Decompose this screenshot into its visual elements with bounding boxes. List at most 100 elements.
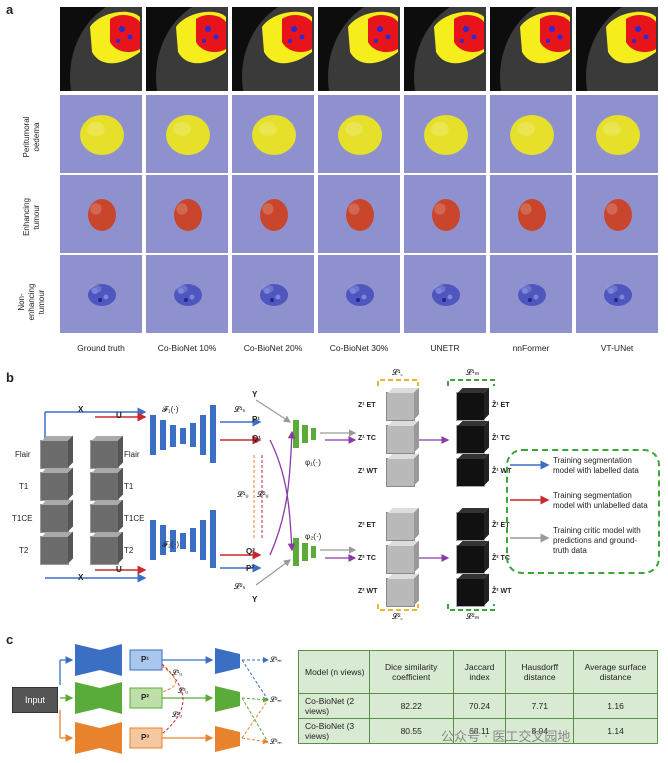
input-u-label: U (116, 411, 122, 420)
oedema-render (404, 95, 486, 173)
modality-label: T2 (19, 546, 29, 555)
panel-label-b: b (6, 370, 14, 385)
results-table: Model (n views) Dice similarity coeffici… (298, 650, 658, 744)
panel-label-a: a (6, 2, 14, 17)
prediction-cube (386, 545, 415, 574)
table-row: Co-BioNet (3 views) 80.55 68.11 8.04 1.1… (298, 718, 658, 744)
input-u-label: U (116, 565, 122, 574)
encoder-1 (150, 405, 216, 463)
table-cell: 8.04 (505, 718, 575, 744)
zhat-label: Ẑ¹ TC (492, 435, 510, 442)
method-label: Co-BioNet 20% (243, 343, 303, 353)
encoder-1-label: 𝓕₁(·) (162, 405, 179, 414)
modality-label: T1 (19, 482, 29, 491)
legend-labelled: Training segmentation model with labelle… (553, 456, 639, 475)
modality-label: T1CE (12, 514, 33, 523)
table-cell: Co-BioNet (2 views) (298, 693, 370, 719)
loss-label: 𝓛²ᵤ (172, 712, 183, 719)
loss-lc1: 𝓛¹꜀ (392, 368, 404, 377)
loss-ls1: 𝓛¹ₛ (234, 405, 246, 414)
prediction-cube (386, 458, 415, 487)
m-loss-label: 𝓛³ₘ (270, 739, 282, 746)
critic-1 (293, 420, 316, 448)
p-label: P³ (141, 733, 149, 742)
mri-cube-t1 (40, 472, 69, 501)
mri-cube-t1ce-2 (90, 504, 119, 533)
row-label-non-enhancing: Non-enhancing tumour (17, 283, 46, 321)
prediction-cube (386, 578, 415, 607)
oedema-render (232, 95, 314, 173)
z-label: Z¹ ET (358, 402, 376, 409)
ground-truth-cube (456, 545, 485, 574)
non-enhancing-tumour-render (146, 255, 228, 333)
table-header: Average surface distance (573, 650, 658, 694)
prediction-cube (386, 512, 415, 541)
z-label: Z¹ WT (358, 468, 378, 475)
oedema-render (576, 95, 658, 173)
critic-2 (293, 538, 316, 566)
table-header: Model (n views) (298, 650, 370, 694)
mri-cube-t1ce (40, 504, 69, 533)
enhancing-tumour-render (232, 175, 314, 253)
oedema-render (318, 95, 400, 173)
non-enhancing-tumour-render (404, 255, 486, 333)
table-header-row: Model (n views) Dice similarity coeffici… (298, 650, 658, 694)
multi-view-diagram (59, 644, 269, 754)
critic-1-label: φ₁(·) (305, 458, 321, 467)
table-cell: 82.22 (368, 693, 454, 719)
m-loss-label: 𝓛²ₘ (270, 697, 282, 704)
mri-slice-image (576, 7, 658, 91)
method-label: Co-BioNet 10% (157, 343, 217, 353)
method-label: VT-UNet (600, 343, 634, 353)
modality-label: Flair (124, 450, 140, 459)
mri-slice-image (318, 7, 400, 91)
encoder-2-label: 𝓕₂(·) (162, 540, 180, 549)
z-label: Z² ET (358, 522, 376, 529)
table-header: Jaccard index (452, 650, 507, 694)
oedema-render (490, 95, 572, 173)
zhat-label: Ẑ¹ ET (492, 402, 510, 409)
modality-label: T2 (124, 546, 134, 555)
modality-label: T1CE (124, 514, 145, 523)
label-y: Y (252, 595, 258, 604)
legend-unlabelled: Training segmentation model with unlabel… (553, 491, 648, 510)
ground-truth-cube (456, 425, 485, 454)
non-enhancing-tumour-render (60, 255, 142, 333)
ground-truth-cube (456, 392, 485, 421)
mri-slice-image (232, 7, 314, 91)
z-label: Z² TC (358, 555, 376, 562)
prediction-cube (386, 425, 415, 454)
enhancing-tumour-render (146, 175, 228, 253)
ground-truth-cube (456, 458, 485, 487)
p-label: P² (141, 693, 149, 702)
p-label: P¹ (141, 655, 149, 664)
oedema-render (60, 95, 142, 173)
table-cell: 7.71 (505, 693, 575, 719)
segmentation-comparison-grid (60, 7, 660, 340)
label-p2: P² (246, 564, 254, 573)
mri-cube-t1-2 (90, 472, 119, 501)
training-legend (506, 449, 660, 574)
loss-ls2: 𝓛²ₛ (234, 582, 246, 591)
ground-truth-cube (456, 512, 485, 541)
mri-cube-flair (40, 440, 69, 469)
critic-2-label: φ₂(·) (305, 532, 322, 541)
row-label-enhancing: Enhancing tumour (22, 198, 41, 236)
panel-label-c: c (6, 632, 14, 647)
oedema-render (146, 95, 228, 173)
zhat-label: Ẑ² WT (492, 588, 512, 595)
row-label-oedema: Peritumoral oedema (22, 116, 41, 158)
mri-slice-image (404, 7, 486, 91)
label-q2: Q² (246, 547, 255, 556)
ground-truth-cube (456, 578, 485, 607)
non-enhancing-tumour-render (576, 255, 658, 333)
table-row: Co-BioNet (2 views) 82.22 70.24 7.71 1.1… (298, 693, 658, 719)
label-q1: Q¹ (252, 434, 261, 443)
table-cell: 70.24 (452, 693, 507, 719)
enhancing-tumour-render (576, 175, 658, 253)
loss-label: 𝓛³ᵤ (178, 688, 189, 695)
table-cell: 1.14 (573, 718, 658, 744)
loss-lu1: 𝓛¹ᵤ (237, 490, 249, 499)
table-cell: Co-BioNet (3 views) (298, 718, 370, 744)
mri-cube-flair-2 (90, 440, 119, 469)
